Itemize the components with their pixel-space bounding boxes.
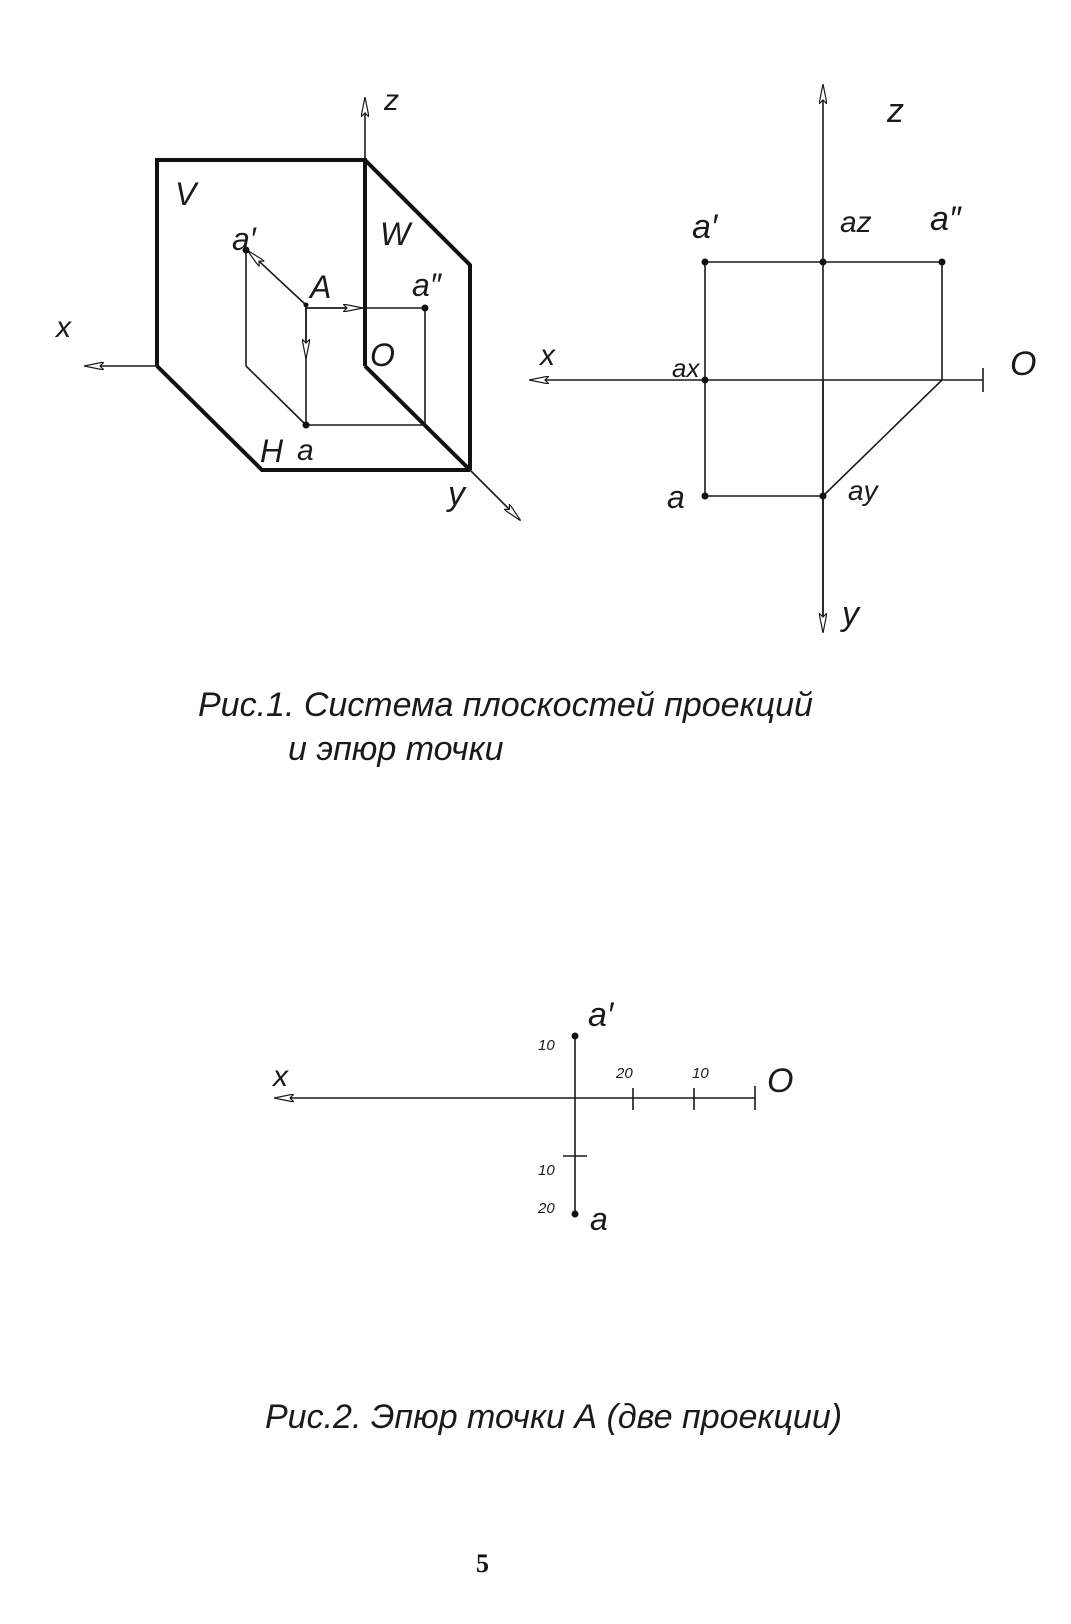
- h-plane-outline: [155, 364, 470, 472]
- label-A: A: [308, 269, 331, 305]
- fig2-y-tick-20-label: 20: [537, 1200, 555, 1217]
- point-A: [303, 302, 309, 308]
- fig2-label-x: x: [271, 1060, 289, 1093]
- figure1-caption-line2: и эпюр точки: [288, 730, 504, 768]
- label-W: W: [380, 216, 413, 252]
- fig2-label-a: a: [590, 1201, 608, 1237]
- fig2-z-tick-10-label: 10: [538, 1037, 555, 1054]
- point-a-double: [421, 304, 429, 312]
- label-a: a: [297, 434, 314, 467]
- label-H: H: [260, 433, 284, 469]
- epure-point-a: [701, 492, 709, 500]
- label-z: z: [383, 84, 399, 117]
- v-plane-outline: [155, 158, 367, 366]
- epure-label-a-double: a″: [930, 200, 962, 238]
- epure-constant-line: [822, 379, 943, 497]
- epure-point-az: [819, 258, 827, 266]
- figure2-drawing: x O a′ a 20 10 10 10 20: [271, 996, 793, 1237]
- epure-label-ax: ax: [672, 353, 700, 383]
- epure-label-x: x: [538, 339, 556, 372]
- epure-label-az: az: [840, 206, 872, 239]
- axonometric-drawing: z x y V W H O A a′ a″ a: [54, 84, 520, 520]
- epure-label-O: O: [1010, 345, 1036, 383]
- epure-drawing: z x y O a′ az a″ ax a ay: [530, 85, 1036, 633]
- epure-point-a-prime: [701, 258, 709, 266]
- epure-point-ax: [701, 376, 709, 384]
- label-x: x: [54, 311, 72, 344]
- fig2-label-a-prime: a′: [588, 996, 615, 1034]
- page-number: 5: [476, 1549, 489, 1578]
- fig2-x-tick-10-label: 10: [692, 1065, 709, 1082]
- ray-to-v: [248, 251, 307, 306]
- label-V: V: [175, 176, 199, 212]
- label-a-prime: a′: [232, 221, 257, 257]
- fig2-y-tick-10-label: 10: [538, 1162, 555, 1179]
- label-a-double: a″: [412, 267, 443, 303]
- figure1-caption-line1: Рис.1. Система плоскостей проекций: [198, 686, 813, 724]
- fig2-point-a-prime: [571, 1032, 579, 1040]
- point-a-prime: [242, 246, 250, 254]
- epure-label-a: a: [667, 479, 685, 515]
- epure-label-ay: ay: [848, 475, 880, 506]
- fig2-label-O: O: [767, 1062, 793, 1100]
- y-axis-edge: [363, 364, 472, 472]
- label-O: O: [370, 337, 395, 373]
- epure-label-y: y: [840, 595, 861, 633]
- epure-label-z: z: [886, 92, 904, 130]
- figure2-caption: Рис.2. Эпюр точки А (две проекции): [265, 1398, 842, 1436]
- y-axis-arrow: [469, 469, 520, 520]
- label-y: y: [446, 475, 467, 513]
- epure-point-a-double: [938, 258, 946, 266]
- point-a: [302, 421, 310, 429]
- fig2-x-tick-20-label: 20: [615, 1065, 633, 1082]
- ax-to-a-line: [245, 365, 307, 426]
- epure-point-ay: [819, 492, 827, 500]
- fig2-point-a: [571, 1210, 579, 1218]
- epure-label-a-prime: a′: [692, 208, 719, 246]
- w-plane-outline: [363, 158, 472, 470]
